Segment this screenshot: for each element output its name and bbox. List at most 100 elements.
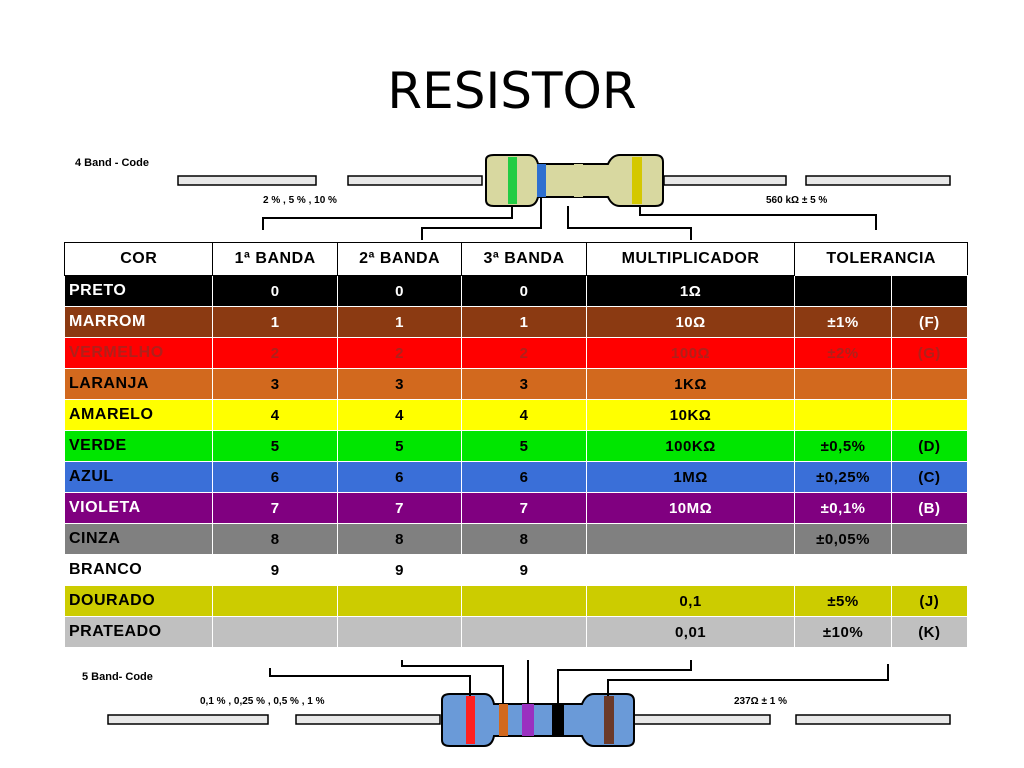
color-name: AZUL [63,461,214,493]
band5-tolerance-note: 0,1 % , 0,25 % , 0,5 % , 1 % [200,696,325,707]
band2-value [336,585,463,617]
multiplier-value: 1Ω [585,275,796,307]
band2-value: 6 [336,461,463,493]
multiplier-value: 10KΩ [585,399,796,431]
color-name: VERDE [63,430,214,462]
tolerance-code: (J) [890,585,969,617]
resistor-5-band [107,660,951,747]
color-name: LARANJA [63,368,214,400]
color-name: MARROM [63,306,214,338]
color-name: CINZA [63,523,214,555]
color-name: VERMELHO [63,337,214,369]
table-header-row: COR 1ª BANDA 2ª BANDA 3ª BANDA MULTIPLIC… [63,242,968,276]
band4-label: 4 Band - Code [75,157,149,169]
band5-orange-band [499,704,508,736]
header-cor: COR [63,242,214,276]
band5-black-band [552,704,564,736]
band5-red-band [466,696,475,744]
band1-value: 6 [212,461,338,493]
tolerance-value: ±10% [794,616,892,648]
band3-value: 9 [461,554,587,586]
multiplier-value: 100KΩ [585,430,796,462]
band5-label: 5 Band- Code [82,671,153,683]
page-title: RESISTOR [387,62,637,120]
resistor-4-band [177,154,951,240]
color-name: VIOLETA [63,492,214,524]
tolerance-value [794,399,892,431]
color-name: PRETO [63,275,214,307]
tolerance-code: (B) [890,492,969,524]
band1-value: 3 [212,368,338,400]
tolerance-code [890,275,969,307]
tolerance-code: (D) [890,430,969,462]
multiplier-value: 0,1 [585,585,796,617]
header-multiplicador: MULTIPLICADOR [585,242,796,276]
band3-value: 7 [461,492,587,524]
multiplier-value [585,554,796,586]
tolerance-value [794,275,892,307]
header-3a-banda: 3ª BANDA [461,242,587,276]
color-name: AMARELO [63,399,214,431]
band1-value: 5 [212,430,338,462]
band2-value: 1 [336,306,463,338]
band1-value: 7 [212,492,338,524]
band4-yellow-band [574,164,583,197]
band2-value: 7 [336,492,463,524]
band2-value: 2 [336,337,463,369]
band1-value: 1 [212,306,338,338]
tolerance-code: (C) [890,461,969,493]
band3-value: 0 [461,275,587,307]
band1-value: 0 [212,275,338,307]
band3-value: 6 [461,461,587,493]
color-name: PRATEADO [63,616,214,648]
band2-value: 3 [336,368,463,400]
tolerance-value: ±0,25% [794,461,892,493]
band2-value: 5 [336,430,463,462]
band1-value: 4 [212,399,338,431]
multiplier-value: 10MΩ [585,492,796,524]
resistor-color-code-table: COR 1ª BANDA 2ª BANDA 3ª BANDA MULTIPLIC… [63,242,969,648]
band4-tolerance-note: 2 % , 5 % , 10 % [263,195,337,206]
band3-value: 3 [461,368,587,400]
multiplier-value: 1MΩ [585,461,796,493]
band5-brown-band [604,696,614,744]
multiplier-value: 1KΩ [585,368,796,400]
band1-value: 9 [212,554,338,586]
header-1a-banda: 1ª BANDA [212,242,338,276]
band1-value: 2 [212,337,338,369]
tolerance-value: ±0,05% [794,523,892,555]
band4-green-band [508,157,517,204]
band1-value: 8 [212,523,338,555]
band2-value: 9 [336,554,463,586]
band4-example-value: 560 kΩ ± 5 % [766,195,828,206]
color-name: BRANCO [63,554,214,586]
band3-value: 2 [461,337,587,369]
multiplier-value: 0,01 [585,616,796,648]
tolerance-value [794,368,892,400]
multiplier-value: 100Ω [585,337,796,369]
band4-gold-band [632,157,642,204]
multiplier-value: 10Ω [585,306,796,338]
band1-value [212,585,338,617]
band5-violet-band [522,704,534,736]
band3-value [461,585,587,617]
tolerance-code [890,399,969,431]
tolerance-value: ±0,5% [794,430,892,462]
band1-value [212,616,338,648]
tolerance-code [890,368,969,400]
tolerance-value [794,554,892,586]
multiplier-value [585,523,796,555]
tolerance-value: ±1% [794,306,892,338]
band3-value: 5 [461,430,587,462]
